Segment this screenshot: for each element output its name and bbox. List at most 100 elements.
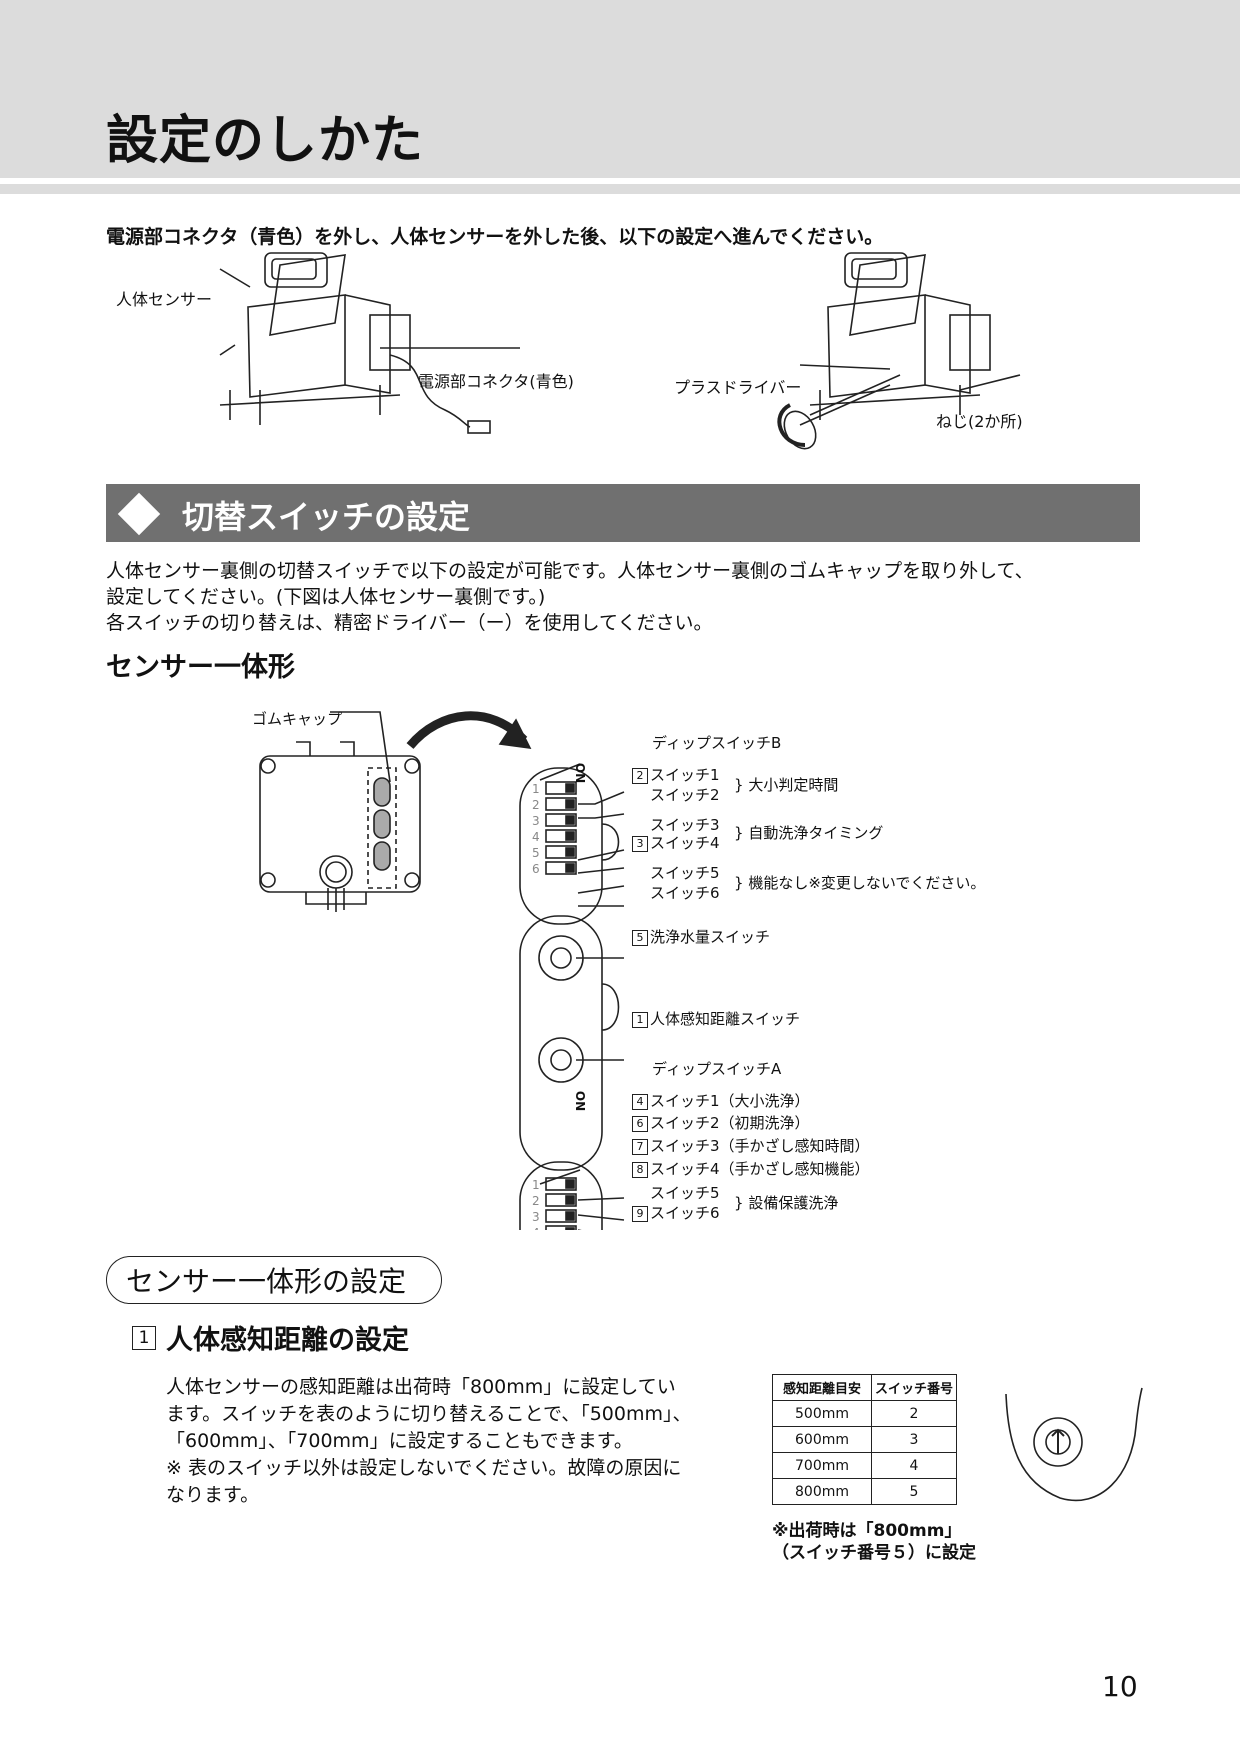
- arrow-head-icon: [498, 718, 532, 749]
- label-b-switch2: スイッチ2: [650, 786, 720, 804]
- table-cell: 2: [871, 1400, 957, 1427]
- sensor-back-drawing: [259, 741, 421, 912]
- sensor-unit-left-drawing: [219, 252, 520, 434]
- dip-b-number-label: 1: [532, 782, 540, 796]
- dip-b-switch-4: [545, 829, 577, 843]
- label-b-switch6: スイッチ6: [650, 884, 720, 902]
- factory-note-line1: ※出荷時は「800mm」: [772, 1521, 962, 1541]
- table-cell: 4: [871, 1452, 957, 1479]
- label-a-switch56-desc: } 設備保護洗浄: [734, 1194, 839, 1212]
- dip-b-switch-3: [545, 813, 577, 827]
- dip-b-switch-1: [545, 781, 577, 795]
- setting-paragraph-line3: 「600mm」、「700mm」に設定することもできます。: [166, 1430, 633, 1452]
- table-cell: 600mm: [772, 1426, 872, 1453]
- dip-b-number-label: 6: [532, 862, 540, 876]
- number-box: 2: [632, 768, 648, 784]
- dip-a-switch-3: [545, 1209, 577, 1223]
- label-screws: ねじ(2か所): [936, 412, 1023, 431]
- dip-b-switch-knob: [565, 863, 575, 873]
- section-header-bar: [106, 484, 1140, 542]
- sensor-unit-right-drawing: [777, 252, 1021, 450]
- table-cell: 500mm: [772, 1400, 872, 1427]
- setting-paragraph-line5: なります。: [166, 1484, 260, 1506]
- label-b-switch3: スイッチ3: [650, 816, 720, 834]
- number-box: 8: [632, 1162, 648, 1178]
- label-b-switch5: スイッチ5: [650, 864, 720, 882]
- table-cell: 700mm: [772, 1452, 872, 1479]
- dip-a-number-label: 2: [532, 1194, 540, 1208]
- number-box: 9: [632, 1206, 648, 1222]
- number-box: 4: [632, 1094, 648, 1110]
- setting-number-box: 1: [132, 1326, 156, 1350]
- page-number: 10: [1102, 1670, 1138, 1703]
- header-band: [0, 0, 1240, 178]
- body-text-line3: 各スイッチの切り替えは、精密ドライバー（ー）を使用してください。: [106, 612, 713, 634]
- dip-a-number-label: 4: [532, 1226, 540, 1230]
- pill-heading-frame: [106, 1256, 442, 1304]
- on-label-a: ON: [573, 1090, 588, 1112]
- label-dip-switch-a: ディップスイッチA: [652, 1060, 782, 1078]
- table-cell: 5: [871, 1478, 957, 1505]
- dip-b-number-label: 3: [532, 814, 540, 828]
- label-human-sensor: 人体センサー: [116, 290, 213, 309]
- table-header-switch: スイッチ番号: [871, 1374, 957, 1401]
- dip-a-switch-4: [545, 1225, 577, 1230]
- label-b-switch56-desc: } 機能なし※変更しないでください。: [734, 874, 986, 892]
- page-title: 設定のしかた: [106, 111, 425, 171]
- factory-note-line2: （スイッチ番号５）に設定: [772, 1543, 976, 1563]
- sub-heading-sensor-integrated: センサー一体形: [106, 652, 295, 683]
- table-header-row: 感知距離目安 スイッチ番号: [772, 1374, 957, 1401]
- setting-paragraph-line4: ※ 表のスイッチ以外は設定しないでください。故障の原因に: [166, 1457, 682, 1479]
- dip-a-switch-knob: [565, 1227, 575, 1230]
- dip-b-switch-5: [545, 845, 577, 859]
- dip-a-switch-knob: [565, 1211, 575, 1221]
- rotary-switch-detail: [1005, 1387, 1143, 1502]
- number-box: 7: [632, 1139, 648, 1155]
- dip-b-switch-knob: [565, 815, 575, 825]
- dip-a-switch-2: [545, 1193, 577, 1207]
- table-cell: 800mm: [772, 1478, 872, 1505]
- pill-heading: センサー一体形の設定: [126, 1265, 407, 1298]
- dip-b-switch-2: [545, 797, 577, 811]
- label-a-switch5: スイッチ5: [650, 1184, 720, 1202]
- dip-b-number-label: 2: [532, 798, 540, 812]
- dip-b-switch-knob: [565, 799, 575, 809]
- intro-instruction: 電源部コネクタ（青色）を外し、人体センサーを外した後、以下の設定へ進んでください…: [106, 226, 884, 248]
- label-b-switch34-desc: } 自動洗浄タイミング: [734, 824, 884, 842]
- dip-b-switch-knob: [565, 783, 575, 793]
- label-rubber-cap: ゴムキャップ: [252, 710, 343, 728]
- dip-a-number-label: 1: [532, 1178, 540, 1192]
- label-dip-switch-b: ディップスイッチB: [652, 734, 782, 752]
- body-text-line2: 設定してください。(下図は人体センサー裏側です。): [106, 586, 546, 608]
- table-cell: 3: [871, 1426, 957, 1453]
- label-power-connector: 電源部コネクタ(青色): [418, 372, 574, 391]
- arrow-up-icon: [1051, 1428, 1065, 1454]
- label-phillips-driver: プラスドライバー: [674, 378, 802, 397]
- dip-b-switch-6: [545, 861, 577, 875]
- header-rule: [0, 184, 1240, 194]
- number-box: 6: [632, 1116, 648, 1132]
- dip-b-switch-knob: [565, 831, 575, 841]
- label-b-switch12-desc: } 大小判定時間: [734, 776, 839, 794]
- dip-a-switch-knob: [565, 1179, 575, 1189]
- dip-b-number-label: 4: [532, 830, 540, 844]
- dip-a-switch-knob: [565, 1195, 575, 1205]
- setting-paragraph-line1: 人体センサーの感知距離は出荷時「800mm」に設定してい: [166, 1376, 676, 1398]
- body-text-line1: 人体センサー裏側の切替スイッチで以下の設定が可能です。人体センサー裏側のゴムキャ…: [106, 560, 1034, 582]
- table-header-distance: 感知距離目安: [772, 1374, 872, 1401]
